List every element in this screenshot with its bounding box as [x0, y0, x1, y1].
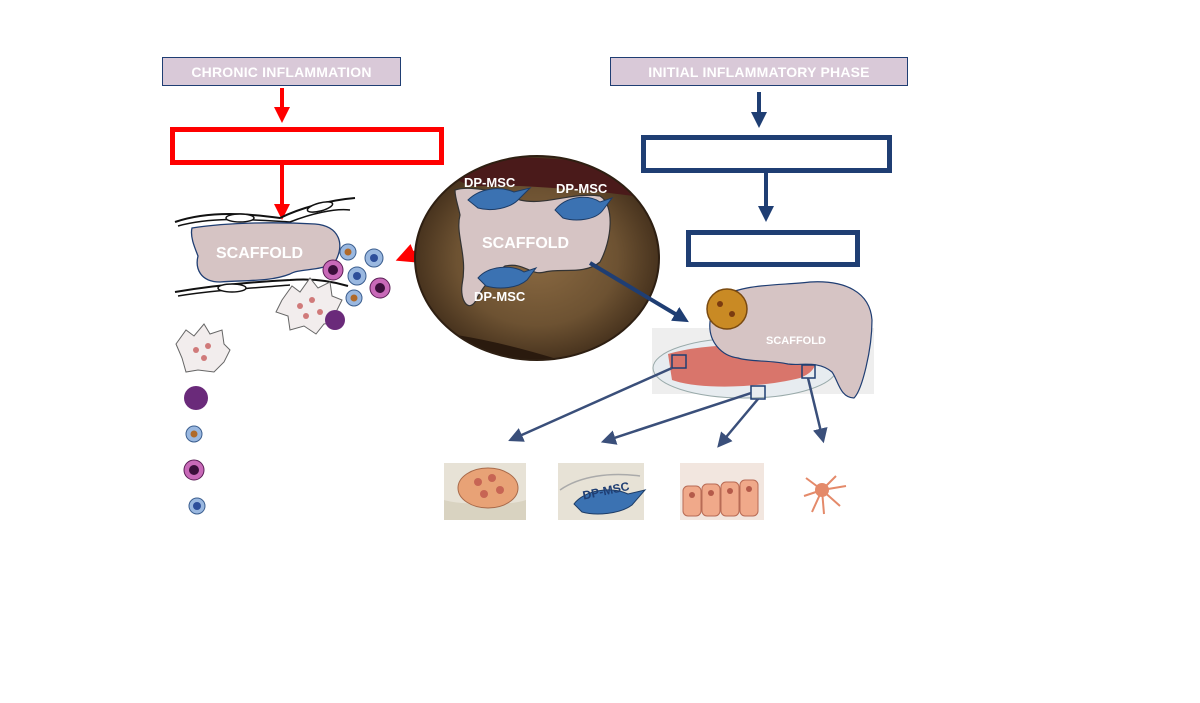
legend-icons	[176, 324, 230, 514]
tile-dpmsc: DP-MSC	[558, 463, 645, 520]
right-scaffold-group: SCAFFOLD	[652, 282, 874, 399]
dpmsc-label-top-left: DP-MSC	[464, 175, 516, 190]
left-scaffold-group: SCAFFOLD	[175, 198, 390, 334]
right-scaffold-label: SCAFFOLD	[766, 335, 826, 347]
center-scaffold-circle: DP-MSC DP-MSC DP-MSC SCAFFOLD	[415, 156, 660, 360]
tile-epithelium	[680, 463, 764, 520]
center-scaffold-label: SCAFFOLD	[482, 235, 569, 252]
left-scaffold-label: SCAFFOLD	[216, 245, 303, 262]
legend-giant-cell-icon	[176, 324, 230, 372]
dpmsc-label-top-right: DP-MSC	[556, 181, 608, 196]
tile-osteoclast	[444, 463, 526, 520]
dpmsc-label-bottom: DP-MSC	[474, 289, 526, 304]
tile-neuron	[804, 476, 846, 514]
arrow-to-epithelium	[722, 399, 758, 442]
legend-macrophage-icon	[184, 386, 208, 410]
